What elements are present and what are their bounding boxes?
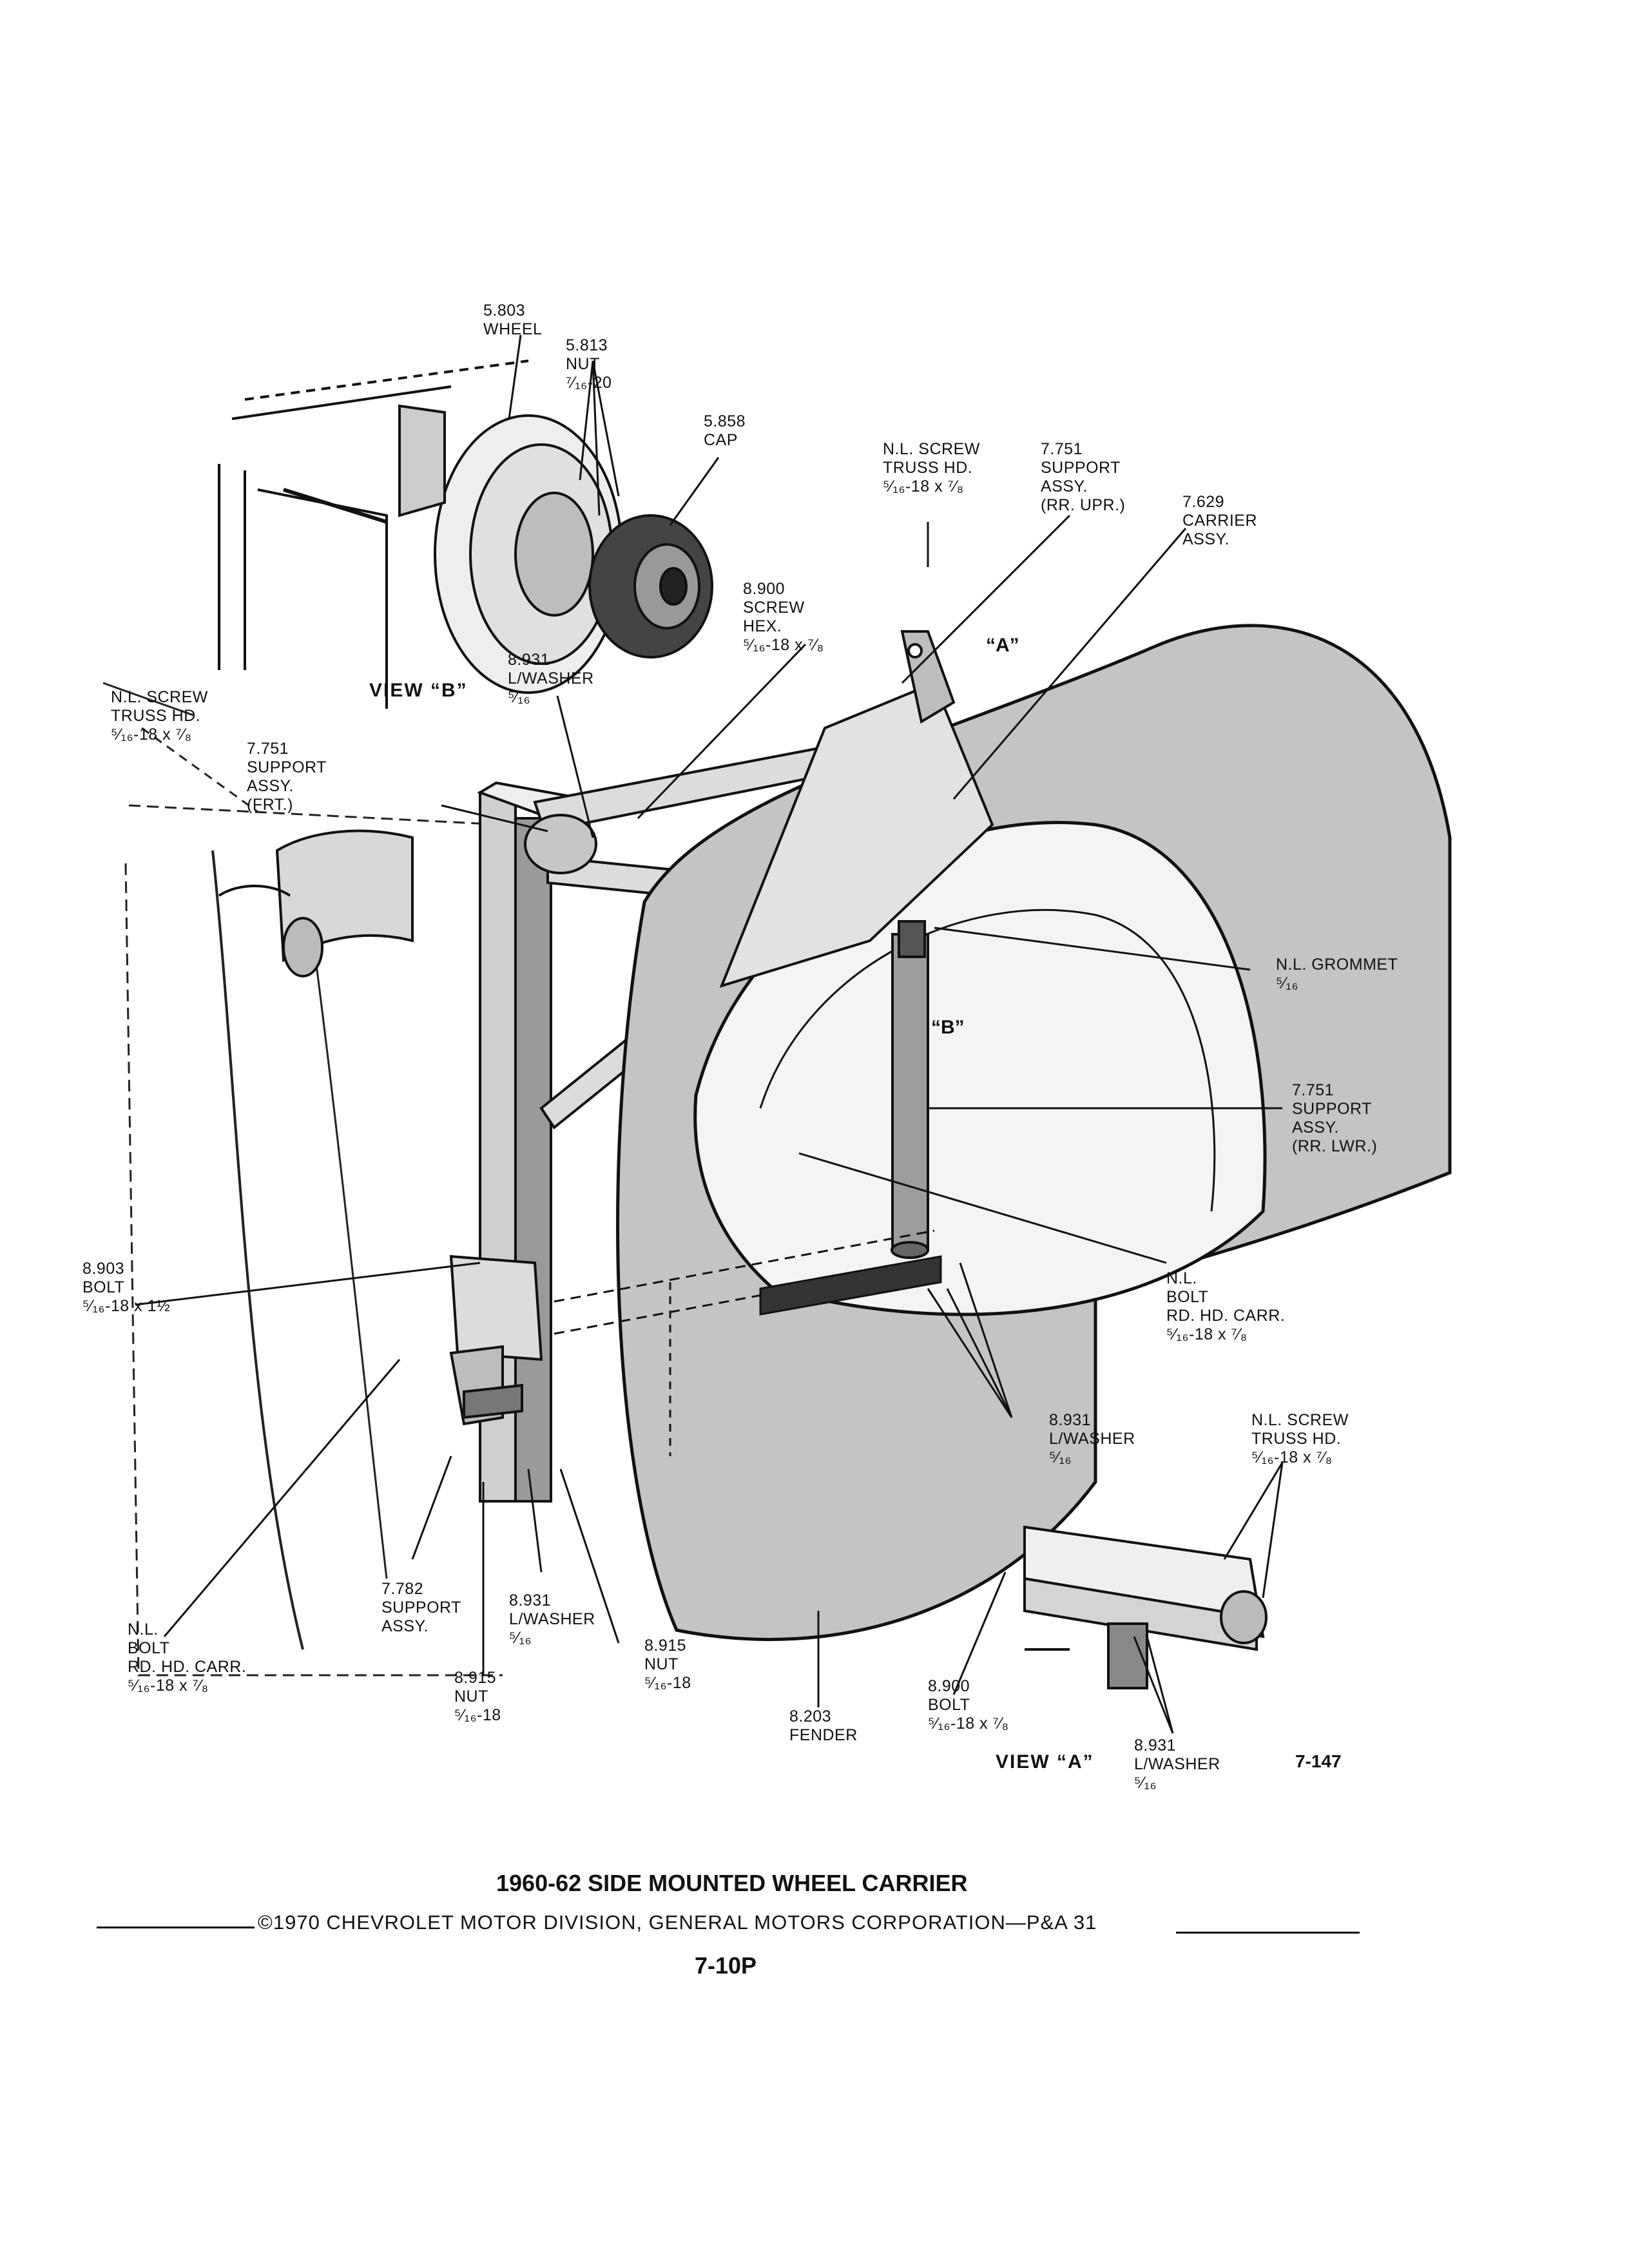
spare-wheel xyxy=(434,414,623,694)
lower-bracket xyxy=(449,1254,543,1426)
page-title: 1960-62 SIDE MOUNTED WHEEL CARRIER xyxy=(496,1870,968,1896)
marker-b: “B” xyxy=(931,1017,965,1038)
figure-number: 7-147 xyxy=(1295,1751,1342,1771)
caption-rule-right xyxy=(1176,1932,1360,1934)
view-b-frame xyxy=(218,360,529,709)
caption-rule-left xyxy=(97,1927,255,1928)
carrier-plate xyxy=(719,630,994,988)
hub-cap xyxy=(588,514,713,658)
truck-body-panel xyxy=(102,682,504,1677)
view-a-label: VIEW “A” xyxy=(996,1751,1094,1773)
rear-lower-support xyxy=(891,920,929,1259)
view-a-detail xyxy=(1023,1525,1268,1689)
front-support-bracket xyxy=(218,829,414,977)
view-b-label: VIEW “B” xyxy=(369,680,468,701)
page-number: 7-10P xyxy=(695,1952,757,1979)
fender-rail xyxy=(554,1229,942,1456)
leader-lines xyxy=(135,334,1284,1734)
copyright-line: ©1970 CHEVROLET MOTOR DIVISION, GENERAL … xyxy=(258,1911,1097,1934)
marker-a: “A” xyxy=(986,635,1019,656)
